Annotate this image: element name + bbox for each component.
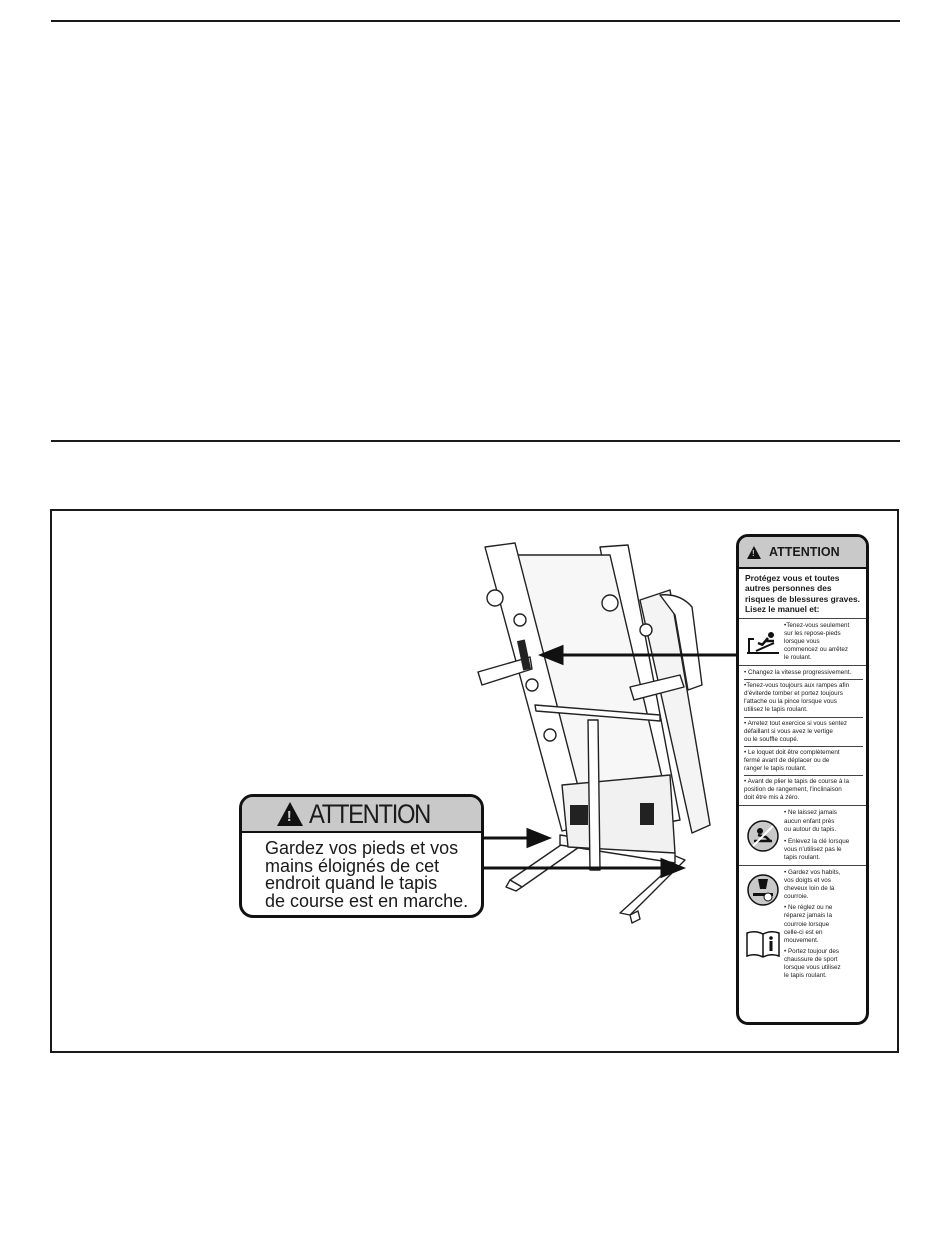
feet-warning-line: mains éloignés de cet	[265, 855, 440, 876]
decal-row-belt: • Gardez vos habits, vos doigts et vos c…	[739, 866, 866, 983]
decal-line: •Tenez-vous toujours aux rampes afin	[744, 682, 850, 690]
decal-bullet: • Changez la vitesse progressivement.	[744, 667, 863, 681]
decal-line: • Gardez vos habits,	[784, 868, 841, 876]
decal-row-footrails: •Tenez-vous seulement sur les repose-pie…	[739, 619, 866, 667]
decal-line: le tapis roulant.	[784, 972, 827, 980]
decal-line: • Ne laissez jamais	[784, 809, 837, 817]
decal-bullet: • Arretez tout exercice si vous sentez d…	[744, 718, 863, 747]
manual-book-icon	[746, 930, 780, 958]
illustration-frame	[50, 509, 899, 1053]
feet-warning-line: Gardez vos pieds et vos	[265, 838, 459, 858]
decal-line: courroie lorsque	[784, 920, 830, 928]
middle-rule	[51, 440, 900, 442]
decal-line: • Le loquet doit être complètement	[744, 748, 840, 756]
decal-header: ATTENTION	[739, 537, 866, 569]
decal-line: • Changez la vitesse progressivement.	[744, 669, 852, 677]
decal-bullet: • Le loquet doit être complètement fermé…	[744, 747, 863, 777]
decal-line: • Enlevez la clé lorsque	[784, 837, 850, 845]
decal-line: défaillant si vous avez le vertige	[744, 727, 833, 735]
decal-line: mouvement.	[784, 936, 819, 944]
decal-line: fermé avant de déplacer ou de	[744, 756, 830, 764]
safety-decal: ATTENTION Protégez vous et toutes autres…	[736, 534, 869, 1025]
decal-line: d'éviterde tomber et portez toujours	[744, 690, 843, 698]
decal-line: vous n'utilisez pas le	[784, 845, 842, 853]
decal-line: doit être mis à zéro.	[744, 794, 800, 802]
feet-warning-line: de course est en marche.	[265, 890, 469, 911]
decal-line: le roulant.	[784, 654, 812, 661]
feet-warning-line: endroit quand le tapis	[265, 873, 438, 893]
decal-bullet-list: • Changez la vitesse progressivement. •T…	[739, 666, 866, 805]
decal-line: commencez ou arrêtez	[784, 645, 849, 653]
decal-title: ATTENTION	[769, 545, 840, 559]
decal-line: réparez jamais la	[784, 912, 832, 920]
decal-line: aucun enfant près	[784, 817, 835, 825]
decal-intro: Protégez vous et toutes autres personnes…	[739, 569, 866, 619]
decal-line: lorsque vous	[784, 637, 820, 645]
treadmill-drawing	[477, 542, 711, 924]
decal-row-text: •Tenez-vous seulement sur les repose-pie…	[784, 622, 863, 662]
falling-person-icon	[742, 622, 784, 662]
decal-line: ou le souffle coupé.	[744, 735, 799, 743]
hand-in-belt-icon	[747, 874, 779, 906]
decal-line: • Ne réglez ou ne	[784, 904, 833, 912]
decal-line: •Tenez-vous seulement	[784, 621, 850, 629]
decal-line: chaussure de sport	[784, 955, 838, 963]
decal-line: ou autour du tapis.	[784, 825, 837, 833]
decal-line: vos doigts et vos	[784, 877, 831, 885]
decal-row-text: • Ne laissez jamais aucun enfant près ou…	[784, 809, 863, 862]
top-rule	[51, 20, 900, 22]
decal-intro-line: Lisez le manuel et:	[745, 604, 820, 615]
decal-line: lorsque vous utilisez	[784, 964, 841, 971]
feet-warning-header: ATTENTION	[242, 797, 481, 833]
decal-bullet: •Tenez-vous toujours aux rampes afin d'é…	[744, 680, 863, 718]
decal-row-text: • Gardez vos habits, vos doigts et vos c…	[784, 869, 863, 980]
decal-line: cheveux loin de la	[784, 885, 835, 893]
decal-line: tapis roulant.	[784, 853, 821, 861]
decal-intro-line: autres personnes des	[745, 583, 832, 594]
decal-line: • Arretez tout exercice si vous sentez	[744, 719, 848, 727]
feet-warning-title: ATTENTION	[308, 798, 431, 829]
decal-intro-line: risques de blessures graves.	[745, 593, 860, 604]
warning-triangle-icon	[747, 545, 761, 559]
warning-triangle-icon	[276, 802, 303, 826]
no-children-icon	[742, 809, 784, 862]
decal-line: • Portez toujour des	[784, 947, 840, 955]
decal-intro-line: Protégez vous et toutes	[745, 573, 840, 583]
decal-row-children: • Ne laissez jamais aucun enfant près ou…	[739, 805, 866, 866]
decal-line: sur les repose-pieds	[784, 629, 841, 637]
feet-warning-text: Gardez vos pieds et vos mains éloignés d…	[242, 833, 481, 910]
decal-bullet: • Avant de plier le tapis de course à la…	[744, 776, 863, 804]
decal-line: l'attache ou la pince lorsque vous	[744, 698, 837, 706]
decal-line: position de rangement, l'inclinaison	[744, 786, 842, 794]
decal-line: ranger le tapis roulant.	[744, 765, 807, 773]
decal-line: • Avant de plier le tapis de course à la	[744, 778, 850, 786]
decal-line: utilisez le tapis roulant.	[744, 706, 808, 714]
icons-column	[742, 869, 784, 980]
decal-line: courroie.	[784, 893, 809, 901]
decal-line: celle-ci est en	[784, 928, 823, 936]
feet-warning-label: ATTENTION Gardez vos pieds et vos mains …	[239, 794, 484, 918]
